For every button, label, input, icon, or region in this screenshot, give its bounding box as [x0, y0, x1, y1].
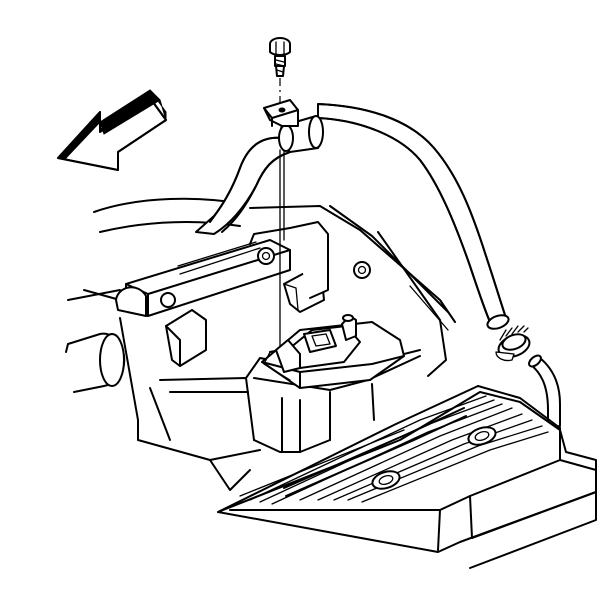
valve-cover-icon [217, 385, 597, 569]
bracket-icon [263, 99, 324, 153]
intake-bracket [115, 221, 329, 367]
front-direction-arrow-icon [56, 89, 167, 171]
engine-outline [67, 197, 456, 491]
mount-block [261, 314, 405, 389]
alignment-line [279, 78, 285, 351]
clamp-icon [495, 325, 531, 362]
left-pipe [65, 332, 126, 393]
lower-hose-pipe [528, 354, 561, 429]
heater-hose-icon [195, 103, 510, 330]
engine-bolt-icon [353, 261, 371, 279]
bolt-icon [269, 37, 291, 77]
